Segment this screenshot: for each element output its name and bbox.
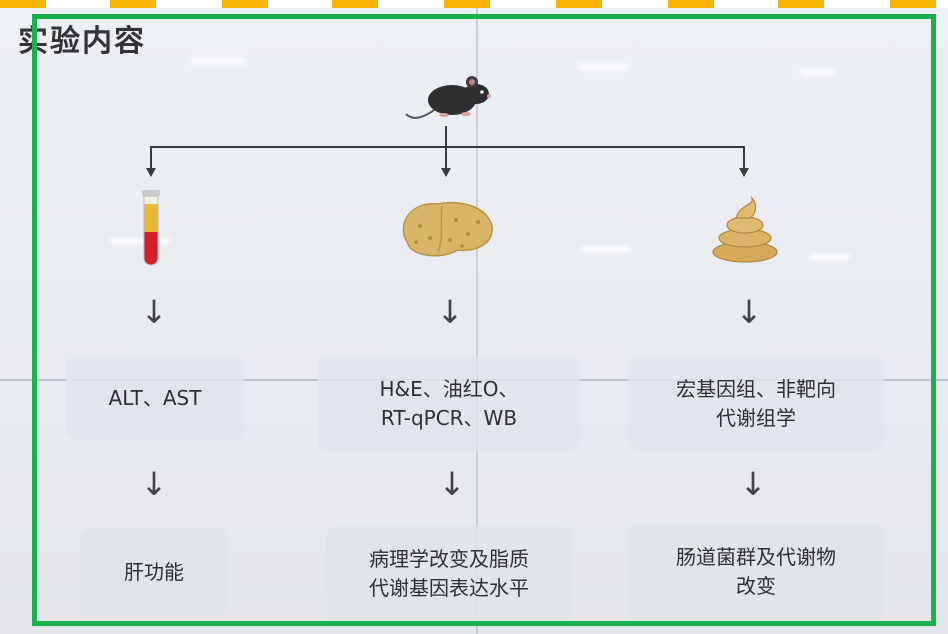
method-box-liver: H&E、油红O、 RT-qPCR、WB <box>318 356 580 452</box>
slide-photo: 实验内容 <box>0 8 948 634</box>
result-box-feces: 肠道菌群及代谢物 改变 <box>628 524 884 620</box>
arrowhead-icon <box>441 168 451 177</box>
connector-middle <box>445 146 447 170</box>
method-box-blood: ALT、AST <box>66 356 244 440</box>
top-tab-strip <box>0 0 948 10</box>
tab-marker <box>778 0 824 9</box>
down-arrow-icon: ↓ <box>735 293 763 331</box>
tab-marker <box>0 0 46 9</box>
connector-left <box>150 146 152 170</box>
tab-marker <box>332 0 378 9</box>
mouse-icon <box>400 66 500 130</box>
tab-marker <box>890 0 936 9</box>
tab-marker <box>556 0 602 9</box>
tab-marker <box>444 0 490 9</box>
down-arrow-icon: ↓ <box>739 465 767 503</box>
arrowhead-icon <box>146 168 156 177</box>
arrowhead-icon <box>739 168 749 177</box>
slide-title: 实验内容 <box>18 24 146 59</box>
light-glare <box>190 58 245 64</box>
down-arrow-icon: ↓ <box>140 293 168 331</box>
screen-seam-vertical <box>476 8 478 634</box>
light-glare <box>578 64 628 70</box>
connector-bar <box>150 146 744 148</box>
connector-stem <box>445 126 447 146</box>
down-arrow-icon: ↓ <box>436 293 464 331</box>
blood-tube-icon <box>138 188 164 276</box>
light-glare <box>800 70 835 76</box>
feces-icon <box>706 194 784 268</box>
result-box-liver: 病理学改变及脂质 代谢基因表达水平 <box>326 526 572 622</box>
light-glare <box>110 238 170 244</box>
down-arrow-icon: ↓ <box>438 465 466 503</box>
down-arrow-icon: ↓ <box>140 465 168 503</box>
liver-icon <box>396 196 496 266</box>
connector-right <box>743 146 745 170</box>
method-box-feces: 宏基因组、非靶向 代谢组学 <box>628 356 884 452</box>
tab-marker <box>110 0 156 9</box>
tab-marker <box>668 0 714 9</box>
light-glare <box>810 254 850 260</box>
result-box-blood: 肝功能 <box>80 528 228 616</box>
tab-marker <box>222 0 268 9</box>
light-glare <box>580 246 630 252</box>
